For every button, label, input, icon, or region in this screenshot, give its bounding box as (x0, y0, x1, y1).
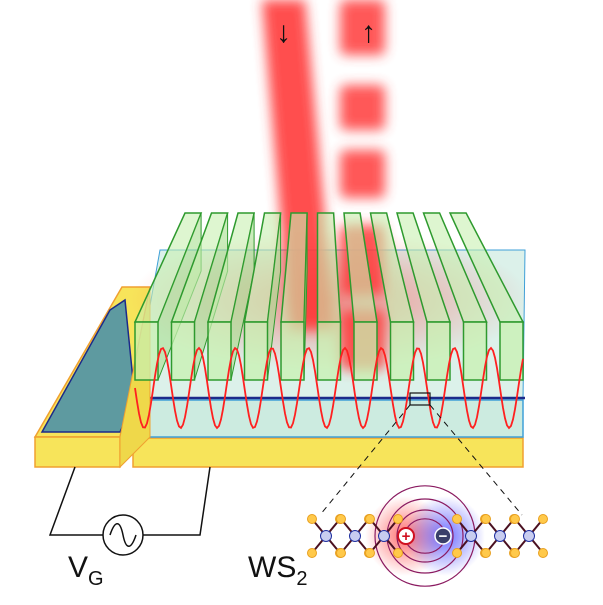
gold-substrate-front (132, 437, 524, 468)
reflected-beam-pulse (340, 0, 385, 55)
sulfur-atom (307, 514, 317, 524)
reflected-beam-pulse (340, 150, 385, 198)
positive-charge-sign: + (402, 528, 411, 545)
grating-bar-front (462, 321, 488, 381)
tungsten-atom (494, 530, 506, 542)
incident-beam-arrow: ↓ (276, 16, 291, 49)
positive-charge (397, 527, 415, 545)
grating-bar-front (280, 321, 305, 381)
grating-bar-front (170, 321, 196, 381)
grating-bar-front (134, 321, 159, 381)
sulfur-atom (365, 548, 375, 558)
sulfur-atom (452, 548, 462, 558)
tungsten-atom (523, 530, 535, 542)
sulfur-atom (336, 548, 346, 558)
grating-bar-front (353, 321, 378, 381)
dielectric-front (132, 399, 524, 438)
grating-bar-front (426, 321, 451, 381)
sulfur-atom (538, 514, 548, 524)
sulfur-atom (538, 548, 548, 558)
gate-voltage-symbol: V (68, 551, 89, 584)
sulfur-atom (452, 514, 462, 524)
sulfur-atom (393, 548, 403, 558)
gate-dielectric (40, 298, 136, 433)
zoom-line-left (319, 404, 411, 516)
grating-bar-front (207, 321, 232, 381)
material-subscript: 2 (296, 568, 308, 590)
sulfur-atom (481, 514, 491, 524)
grating-bar-front (316, 321, 342, 381)
ac-source-sine-icon (109, 523, 137, 547)
sulfur-atom (336, 514, 346, 524)
material-label: WS2 (248, 551, 307, 590)
reflected-beam-pulse (340, 85, 385, 130)
tungsten-atom (349, 530, 361, 542)
sulfur-atom (365, 514, 375, 524)
grating-bar-front (243, 321, 269, 381)
grating-bar-top (316, 212, 342, 323)
tungsten-atom (465, 530, 477, 542)
zoom-box (409, 392, 431, 406)
negative-charge-sign: − (439, 528, 448, 545)
sulfur-atom (481, 548, 491, 558)
tungsten-atom (320, 530, 332, 542)
zoom-line-right (429, 404, 523, 516)
plasmon-wave (134, 346, 524, 430)
reflected-beam-arrow: ↑ (361, 16, 376, 49)
grating-bar-front (499, 321, 524, 381)
circuit-wire-left (48, 466, 103, 536)
circuit-wire-right (143, 466, 211, 536)
material-symbol: WS (248, 551, 297, 584)
gate-electrode-front (34, 436, 121, 468)
sulfur-atom (393, 514, 403, 524)
grating-bar-front (389, 321, 415, 381)
sulfur-atom (510, 548, 520, 558)
sulfur-atom (307, 548, 317, 558)
gate-voltage-subscript: G (88, 568, 104, 590)
sulfur-atom (510, 514, 520, 524)
negative-charge (434, 527, 452, 545)
gate-voltage-label: VG (68, 551, 104, 590)
tungsten-atom (378, 530, 390, 542)
